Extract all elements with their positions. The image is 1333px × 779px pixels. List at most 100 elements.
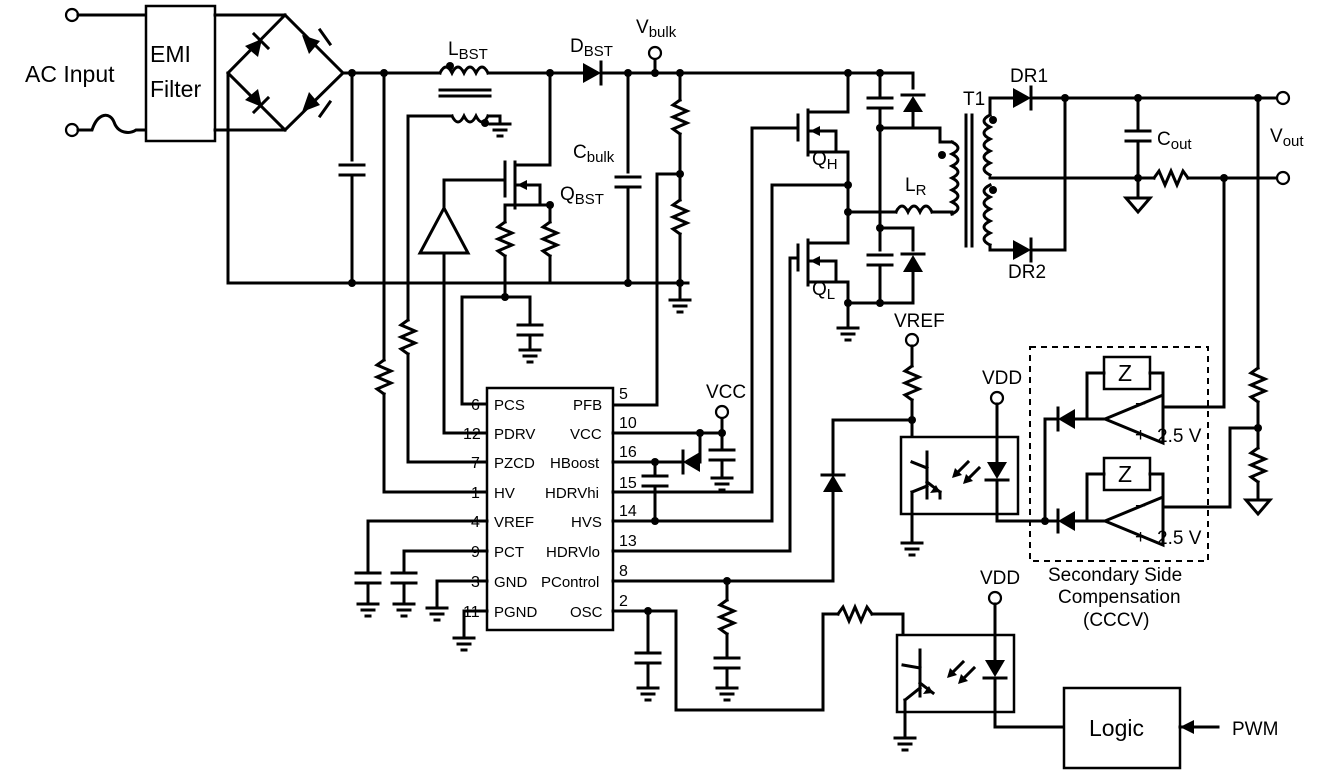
logic-label: Logic [1089, 715, 1144, 741]
t1-label: T1 [963, 89, 985, 110]
ref1-label: 2.5 V [1157, 426, 1202, 447]
dr2-label: DR2 [1008, 262, 1046, 283]
input-bus [226, 69, 690, 287]
vref-label: VREF [894, 311, 945, 332]
cout-label: Cout [1157, 129, 1192, 153]
pin-num: 6 [471, 397, 480, 414]
z1-box [1102, 355, 1152, 391]
pin-num: 1 [471, 485, 480, 502]
half-bridge-ql: QL [796, 238, 860, 342]
secondary-line2: Compensation [1058, 587, 1181, 608]
pin-name: OSC [570, 604, 603, 621]
pin-name: PDRV [494, 426, 535, 443]
z1-label: Z [1118, 360, 1132, 386]
vcc-terminal [714, 404, 730, 420]
ic-pin-labels: 6 PCS 12 PDRV 7 PZCD 1 HV 4 VREF 9 PCT 3… [463, 386, 637, 621]
pin-num: 10 [619, 415, 637, 432]
pin-num: 5 [619, 386, 628, 403]
secondary-line3: (CCCV) [1083, 610, 1150, 631]
qbst-label: QBST [560, 184, 604, 208]
optocoupler-pwm: VDD [893, 568, 1066, 752]
pin-num: 16 [619, 444, 637, 461]
pin-num: 14 [619, 503, 637, 520]
pin-num: 2 [619, 593, 628, 610]
pin-name: HBoost [550, 455, 600, 472]
pin-name: HDRVlo [546, 544, 600, 561]
vcc-label: VCC [706, 382, 746, 403]
output-filter: Cout Vout [1122, 90, 1304, 215]
vout-terminal-pos [1275, 90, 1291, 106]
vdd1-label: VDD [982, 368, 1022, 389]
pin-name: PCS [494, 397, 525, 414]
optocoupler-feedback: VREF VDD [894, 311, 1022, 557]
amp2-plus: + [1135, 527, 1146, 548]
pin-num: 9 [471, 544, 480, 561]
emi-line1: EMI [150, 41, 191, 67]
pin-name: VREF [494, 514, 534, 531]
pin-num: 13 [619, 533, 637, 550]
output-divider [1161, 96, 1274, 517]
ac-input: AC Input [25, 7, 148, 138]
ac-input-label: AC Input [25, 61, 115, 87]
ref2-label: 2.5 V [1157, 528, 1202, 549]
pwm-label: PWM [1232, 719, 1278, 740]
pin-num: 7 [471, 455, 480, 472]
gate-driver-buffer [417, 178, 489, 435]
ql-label: QL [812, 279, 835, 303]
qh-label: QH [812, 149, 838, 173]
vout-terminal-neg [1275, 170, 1291, 186]
pin-name: PFB [573, 397, 602, 414]
half-bridge-qh: QH [796, 69, 852, 245]
amp2-minus: − [1135, 496, 1146, 517]
transformer-t1: T1 [938, 89, 1140, 252]
pfb-divider [611, 71, 692, 407]
vout-label: Vout [1270, 126, 1304, 150]
pin-name: HDRVhi [545, 485, 599, 502]
pin-name: GND [494, 574, 528, 591]
emi-filter: EMI Filter [144, 4, 217, 143]
vdd1-terminal [989, 390, 1005, 406]
vref-terminal [904, 332, 920, 348]
output-rectifiers: DR1 DR2 [1008, 66, 1278, 283]
ac-terminal-top [64, 7, 80, 23]
pin-name: PCT [494, 544, 524, 561]
pin-name: PGND [494, 604, 538, 621]
current-sense-network [460, 295, 544, 406]
vdd2-label: VDD [980, 568, 1020, 589]
amp1-minus: − [1135, 394, 1146, 415]
emi-line2: Filter [150, 76, 201, 102]
lr-label: LR [905, 175, 927, 199]
pin-num: 8 [619, 563, 628, 580]
pin-name: PZCD [494, 455, 535, 472]
ac-terminal-bottom [64, 122, 80, 138]
controller-ic [485, 386, 615, 632]
bulk-capacitor: Cbulk [573, 71, 642, 287]
dbst-label: DBST [570, 36, 613, 60]
boost-mosfet: QBST [443, 71, 604, 301]
pin-name: PControl [541, 574, 599, 591]
pin-name: VCC [570, 426, 602, 443]
pin-num: 3 [471, 574, 480, 591]
vbulk-terminal [647, 45, 663, 61]
pin-name: HV [494, 485, 515, 502]
z2-label: Z [1118, 461, 1132, 487]
secondary-compensation: − + 2.5 V Z − + 2.5 V Z Secondary Side C… [995, 346, 1209, 631]
cbulk-label: Cbulk [573, 142, 615, 166]
boost-diode: DBST Vbulk [546, 17, 915, 86]
pin-num: 12 [463, 426, 481, 443]
dr1-label: DR1 [1010, 66, 1048, 87]
vbulk-label: Vbulk [636, 17, 677, 41]
pin-num: 15 [619, 475, 637, 492]
vdd2-terminal [987, 590, 1003, 606]
bridge-rectifier [213, 12, 346, 285]
pin-num: 4 [471, 514, 480, 531]
boost-inductor: LBST [406, 39, 552, 138]
logic-block: Logic PWM [1062, 686, 1278, 770]
pin-name: HVS [571, 514, 602, 531]
amp1-plus: + [1135, 425, 1146, 446]
zcd-hv-resistors [373, 71, 489, 494]
resonant-network: LR [846, 69, 954, 307]
secondary-line1: Secondary Side [1048, 565, 1182, 586]
ic-left-wiring [354, 519, 489, 652]
